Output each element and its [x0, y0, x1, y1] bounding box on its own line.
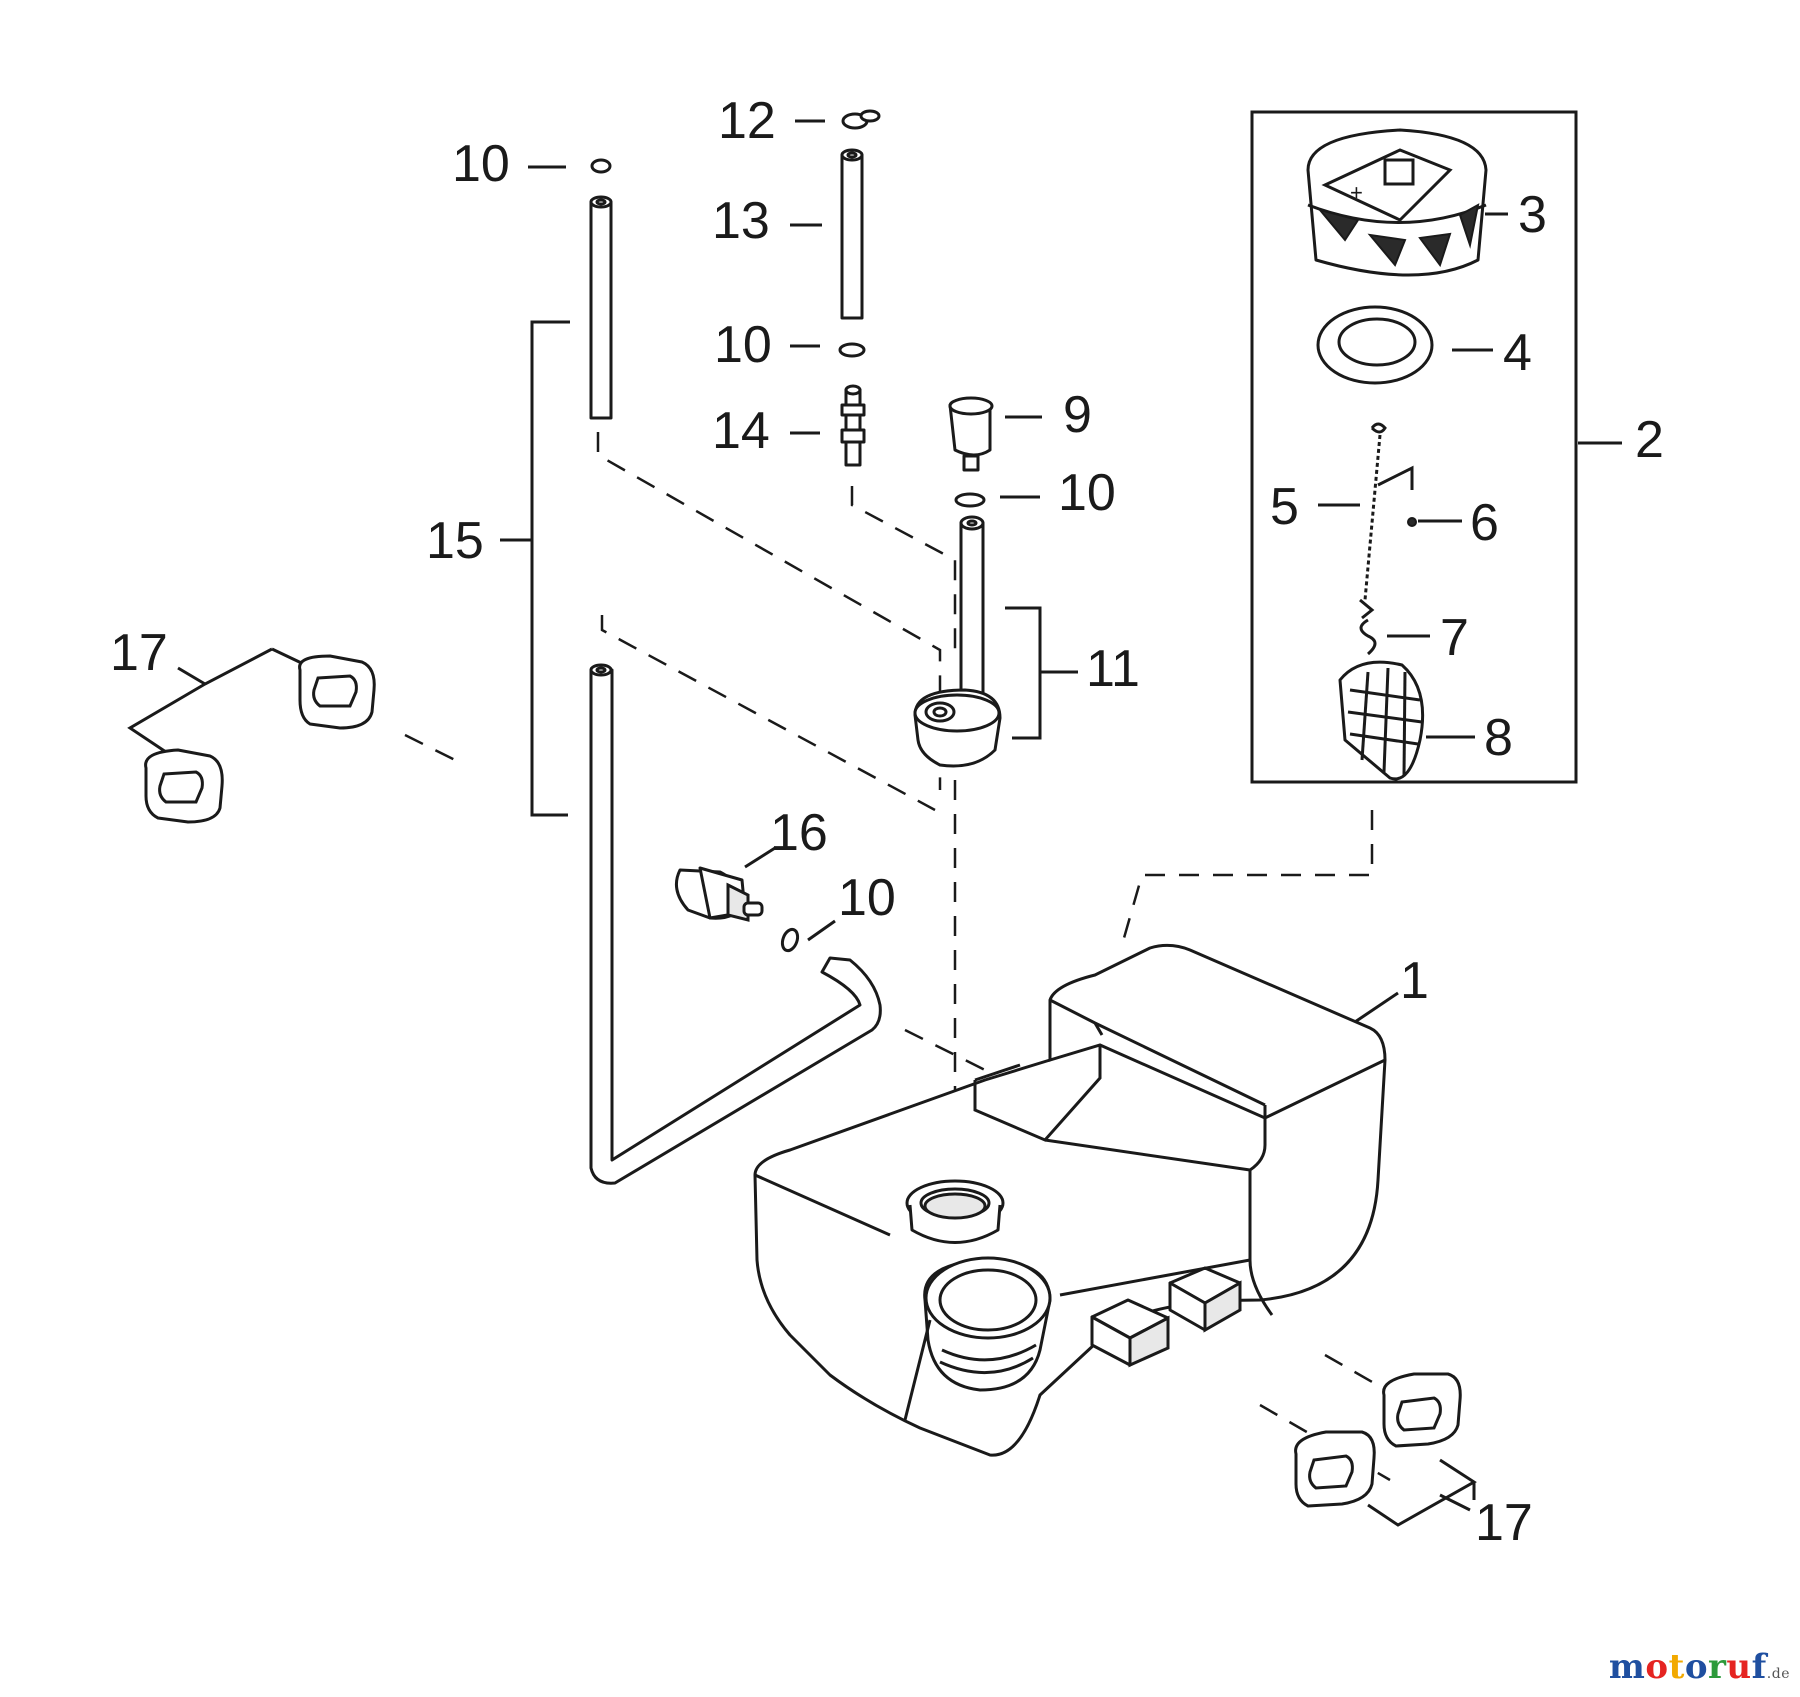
watermark-text: motoruf	[1608, 1647, 1767, 1687]
gasket-ring	[1316, 305, 1434, 385]
label-3: 3	[1518, 186, 1547, 244]
label-5: 5	[1270, 478, 1299, 536]
label-1: 1	[1400, 952, 1429, 1010]
rivet-dot	[1407, 517, 1417, 527]
s-clip	[1359, 618, 1377, 656]
hose-clamp	[841, 109, 881, 130]
label-9: 9	[1063, 386, 1092, 444]
inline-filter	[948, 396, 994, 472]
hose-connector	[840, 384, 866, 467]
o-ring-top-left	[590, 158, 612, 174]
label-15: 15	[426, 512, 484, 570]
label-6: 6	[1470, 494, 1499, 552]
long-fuel-tube	[589, 195, 882, 1185]
cap-chain	[1359, 422, 1417, 656]
label-11: 11	[1086, 640, 1140, 698]
fuel-tank	[753, 943, 1387, 1457]
grommet-pair-right	[1294, 1372, 1462, 1508]
label-13: 13	[712, 192, 770, 250]
label-7: 7	[1440, 609, 1469, 667]
o-ring-mid	[838, 342, 866, 358]
label-12: 12	[718, 92, 776, 150]
label-2: 2	[1635, 411, 1664, 469]
label-17-bottom: 17	[1475, 1494, 1533, 1552]
fuel-strainer	[1338, 660, 1425, 781]
label-14: 14	[712, 402, 770, 460]
label-10-mid: 10	[714, 316, 772, 374]
label-10-top-left: 10	[452, 135, 510, 193]
label-10-right: 10	[1058, 464, 1116, 522]
cap-assembly-box	[1250, 110, 1578, 784]
grommet-pair-left	[144, 654, 376, 824]
label-8: 8	[1484, 709, 1513, 767]
fuel-filter	[674, 866, 764, 922]
watermark-logo: motoruf.de	[1609, 1647, 1790, 1687]
svg-text:+: +	[1350, 180, 1363, 205]
label-10-bottom: 10	[838, 869, 896, 927]
watermark-tld: .de	[1766, 1666, 1790, 1682]
fuel-cap: +	[1306, 128, 1488, 277]
short-fuel-tube	[840, 148, 864, 320]
o-ring-right	[954, 492, 986, 508]
label-4: 4	[1503, 324, 1532, 382]
label-16: 16	[770, 804, 828, 862]
fuel-pickup-assembly	[913, 515, 1002, 768]
o-ring-bottom	[780, 927, 800, 953]
label-17-top: 17	[110, 624, 168, 682]
